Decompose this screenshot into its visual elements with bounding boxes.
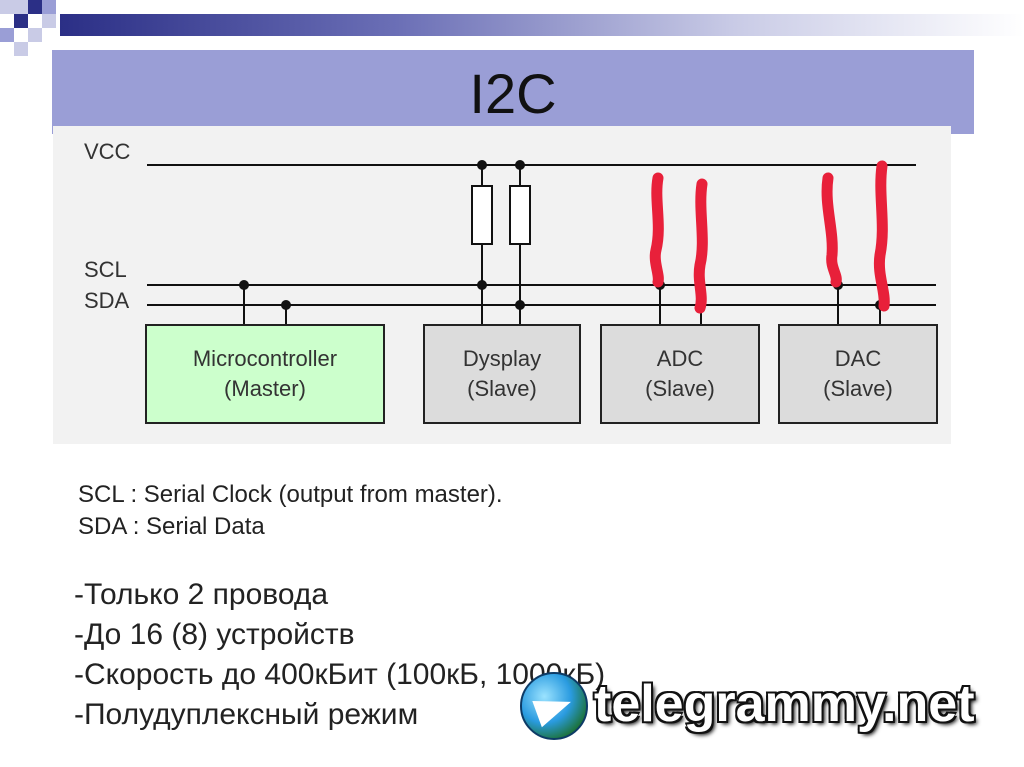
device-display: Dysplay (Slave) [423, 324, 581, 424]
device-adc: ADC (Slave) [600, 324, 760, 424]
pullup-resistor-sda [509, 185, 531, 245]
device-role: (Master) [224, 376, 306, 401]
device-role: (Slave) [823, 376, 893, 401]
definition-sda: SDA : Serial Data [78, 513, 265, 540]
pullup-sda-vcc-node [515, 160, 525, 170]
slide-title: I2C [469, 62, 557, 125]
sda-label: SDA [84, 288, 130, 313]
red-annotation-stroke [649, 172, 664, 288]
device-name: ADC [656, 346, 704, 371]
pullup-scl-bus-node [477, 280, 487, 290]
corner-decoration [0, 0, 80, 60]
bullet-item: -Скорость до 400кБит (100кБ, 1000кБ) [74, 658, 606, 691]
vcc-label: VCC [84, 139, 131, 164]
pullup-scl-vcc-node [477, 160, 487, 170]
bullet-item: -Полудуплексный режим [74, 698, 419, 731]
pullup-resistor-scl [471, 185, 493, 245]
device-dac: DAC (Slave) [778, 324, 938, 424]
bullet-item: -До 16 (8) устройств [74, 618, 355, 651]
watermark-text: telegrammy.net [594, 675, 975, 733]
device-microcontroller: Microcontroller (Master) [145, 324, 385, 424]
device-name: DAC [834, 346, 882, 371]
device-role: (Slave) [645, 376, 715, 401]
header-gradient-bar [60, 14, 1024, 36]
watermark: telegrammy.net [520, 668, 1010, 742]
pullup-sda-bus-node [515, 300, 525, 310]
red-annotation-stroke [873, 160, 890, 312]
definition-scl: SCL : Serial Clock (output from master). [78, 481, 503, 508]
mcu-sda-node [281, 300, 291, 310]
mcu-scl-node [239, 280, 249, 290]
device-role: (Slave) [467, 376, 537, 401]
scl-label: SCL [84, 257, 127, 282]
paper-plane-icon [532, 688, 576, 728]
red-annotation-stroke [693, 178, 708, 314]
title-band [52, 50, 974, 134]
telegram-globe-icon [520, 672, 588, 740]
red-annotation-stroke [821, 172, 842, 288]
device-name: Dysplay [462, 346, 542, 371]
device-name: Microcontroller [192, 346, 338, 371]
bullet-item: -Только 2 провода [74, 578, 329, 611]
